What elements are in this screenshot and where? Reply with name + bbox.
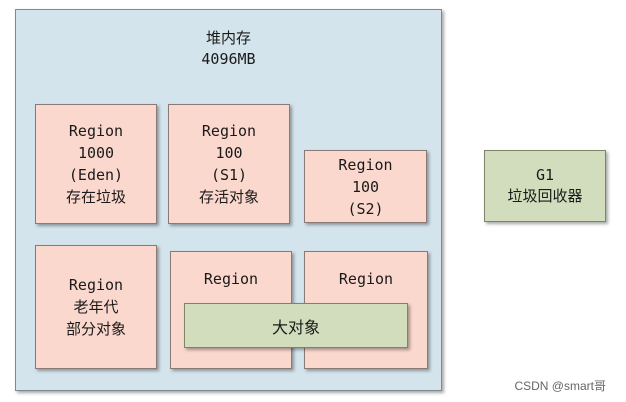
watermark: CSDN @smart哥 bbox=[514, 379, 606, 393]
region-type: 老年代 bbox=[73, 298, 119, 316]
region-size: 100 bbox=[351, 177, 380, 196]
gc-name: G1 bbox=[535, 166, 555, 184]
region-type: (S1) bbox=[210, 166, 248, 184]
region-note: 存活对象 bbox=[198, 188, 259, 206]
gc-description: 垃圾回收器 bbox=[507, 187, 583, 205]
region-label: Region bbox=[201, 122, 257, 140]
heap-title: 堆内存 4096MB bbox=[16, 28, 441, 70]
region-type: (S2) bbox=[347, 199, 384, 218]
region-s1: Region 100 (S1) 存活对象 bbox=[168, 104, 290, 224]
region-s2: Region 100 (S2) bbox=[304, 150, 427, 223]
region-label: Region bbox=[68, 276, 124, 294]
heap-title-label: 堆内存 bbox=[205, 29, 251, 47]
region-old-gen: Region 老年代 部分对象 bbox=[35, 245, 157, 369]
heap-size-label: 4096MB bbox=[201, 50, 256, 68]
region-eden: Region 1000 (Eden) 存在垃圾 bbox=[35, 104, 157, 224]
region-label: Region bbox=[68, 122, 124, 140]
big-object-label: 大对象 bbox=[271, 317, 320, 337]
region-size: 100 bbox=[215, 144, 243, 162]
region-label: Region bbox=[338, 270, 394, 288]
region-label: Region bbox=[203, 270, 259, 288]
region-note: 部分对象 bbox=[65, 320, 126, 338]
region-label: Region bbox=[338, 155, 393, 174]
region-note: 存在垃圾 bbox=[65, 188, 126, 206]
big-object-box: 大对象 bbox=[184, 303, 408, 348]
region-type: (Eden) bbox=[68, 166, 124, 184]
g1-collector-box: G1 垃圾回收器 bbox=[484, 150, 606, 222]
region-size: 1000 bbox=[77, 144, 115, 162]
